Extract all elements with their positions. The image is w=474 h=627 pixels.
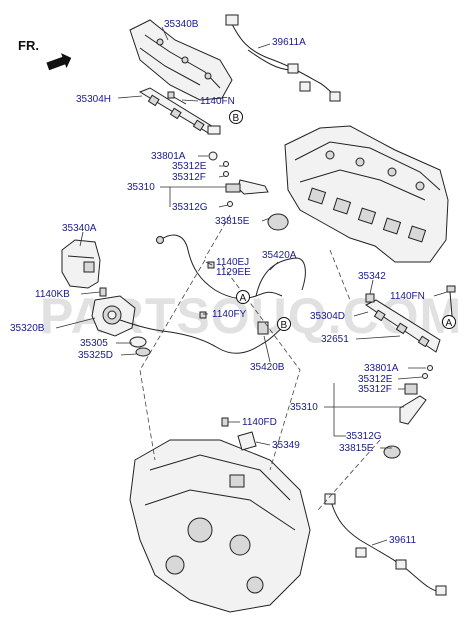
label-39611a: 39611A (272, 37, 306, 48)
label-35304d: 35304D (310, 311, 345, 322)
ref-circle-b-2: B (277, 317, 291, 331)
label-35305: 35305 (80, 338, 108, 349)
ref-circle-a-3: A (442, 315, 456, 329)
label-35340b: 35340B (164, 19, 199, 30)
label-35312g-lower: 35312G (346, 431, 382, 442)
label-35325d: 35325D (78, 350, 113, 361)
fuel-pump (91, 287, 151, 357)
label-35312e-top: 35312E (172, 161, 207, 172)
front-orientation-marker: FR. (18, 38, 72, 71)
part-labels: 35340B 39611A 35304H 1140FN 33801A 35312… (10, 19, 425, 546)
label-1140kb: 1140KB (35, 289, 70, 300)
front-label: FR. (18, 38, 39, 53)
label-33815e-lower: 33815E (339, 443, 374, 454)
label-1129ee: 1129EE (216, 267, 251, 278)
injector-upper (208, 151, 289, 231)
label-35340a: 35340A (62, 223, 97, 234)
svg-text:B: B (281, 320, 288, 331)
label-35312f-lower: 35312F (358, 384, 392, 395)
label-1140ej: 1140EJ (216, 257, 249, 268)
label-1140fn-right: 1140FN (390, 291, 425, 302)
engine-block (129, 439, 311, 613)
svg-text:A: A (446, 318, 453, 329)
intake-cover-top (129, 19, 233, 101)
label-1140fy: 1140FY (212, 309, 247, 320)
wiring-harness-top (225, 14, 341, 102)
label-35312f-top: 35312F (172, 172, 206, 183)
label-33815e-top: 33815E (215, 216, 250, 227)
label-39611: 39611 (389, 535, 417, 546)
label-35310-top: 35310 (127, 182, 155, 193)
ref-circle-a-1: B (229, 110, 243, 124)
wiring-harness-bottom (324, 493, 447, 596)
label-35304h: 35304H (76, 94, 111, 105)
bracket-35349 (221, 417, 257, 451)
fuel-rail-top (138, 87, 221, 135)
label-35342: 35342 (358, 271, 386, 282)
svg-text:B: B (233, 113, 240, 124)
label-1140fd: 1140FD (242, 417, 277, 428)
label-32651: 32651 (321, 334, 349, 345)
label-33801a-lower: 33801A (364, 363, 399, 374)
svg-text:A: A (240, 293, 247, 304)
label-35310-lower: 35310 (290, 402, 318, 413)
intake-cover-lower (61, 239, 101, 289)
leader-lines (55, 26, 448, 546)
front-arrow-icon (46, 53, 72, 71)
label-35349: 35349 (272, 440, 300, 451)
fuel-tubes (119, 234, 306, 354)
label-35320b: 35320B (10, 323, 45, 334)
label-35312e-lower: 35312E (358, 374, 393, 385)
injector-lower (383, 365, 433, 459)
ref-circle-a-2: A (236, 290, 250, 304)
cylinder-head (284, 125, 449, 263)
label-35420b: 35420B (250, 362, 285, 373)
label-33801a-top: 33801A (151, 151, 186, 162)
label-1140fn-top: 1140FN (200, 96, 235, 107)
label-35312g-top: 35312G (172, 202, 208, 213)
label-35420a: 35420A (262, 250, 297, 261)
